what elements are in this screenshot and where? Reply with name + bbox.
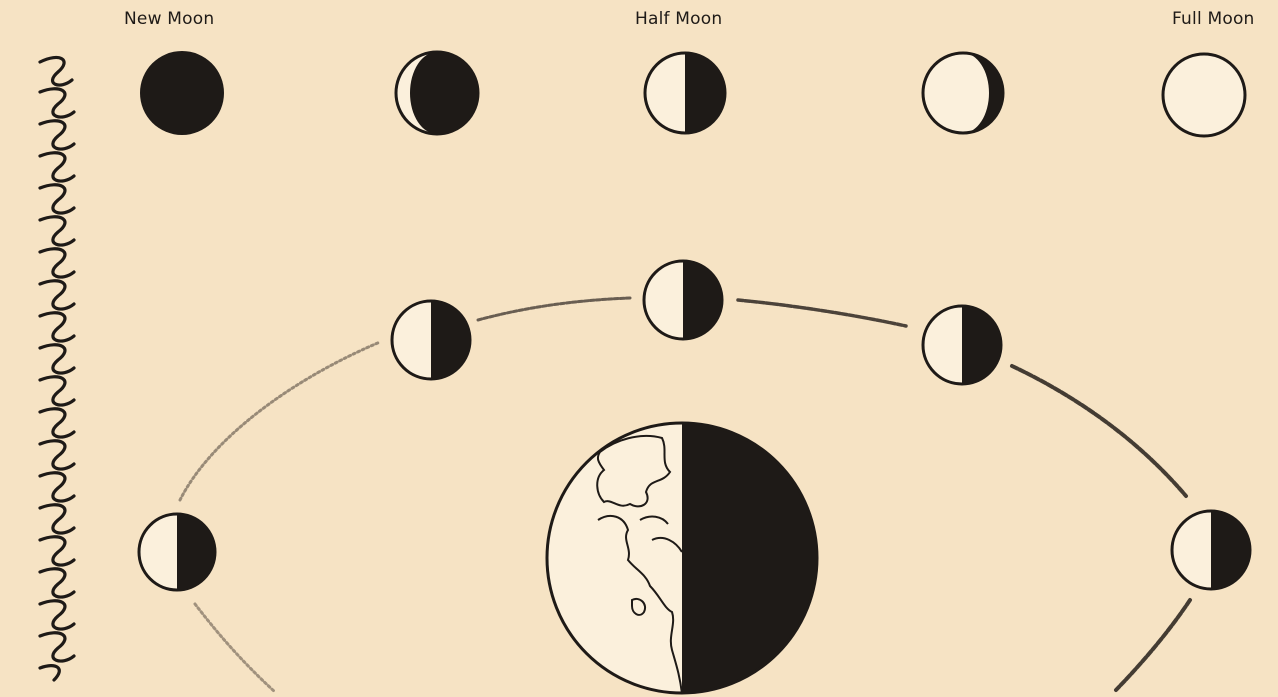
earth-half-lit-icon [547,420,822,697]
orbit-moon-left [139,514,215,590]
moon-phase-icon-gibbous [923,53,1003,133]
orbit-moon-right [1172,511,1250,589]
orbit-moon-top [644,261,722,339]
moon-phase-icon-full [1163,54,1245,136]
orbit-moon-upper-right [923,306,1001,384]
moon-phase-icon-crescent [396,52,478,134]
decorative-scribble [40,57,74,680]
orbit-moon-upper-left [392,301,470,379]
moon-phase-icon-new [140,51,224,135]
moon-phase-icon-half [645,53,725,133]
